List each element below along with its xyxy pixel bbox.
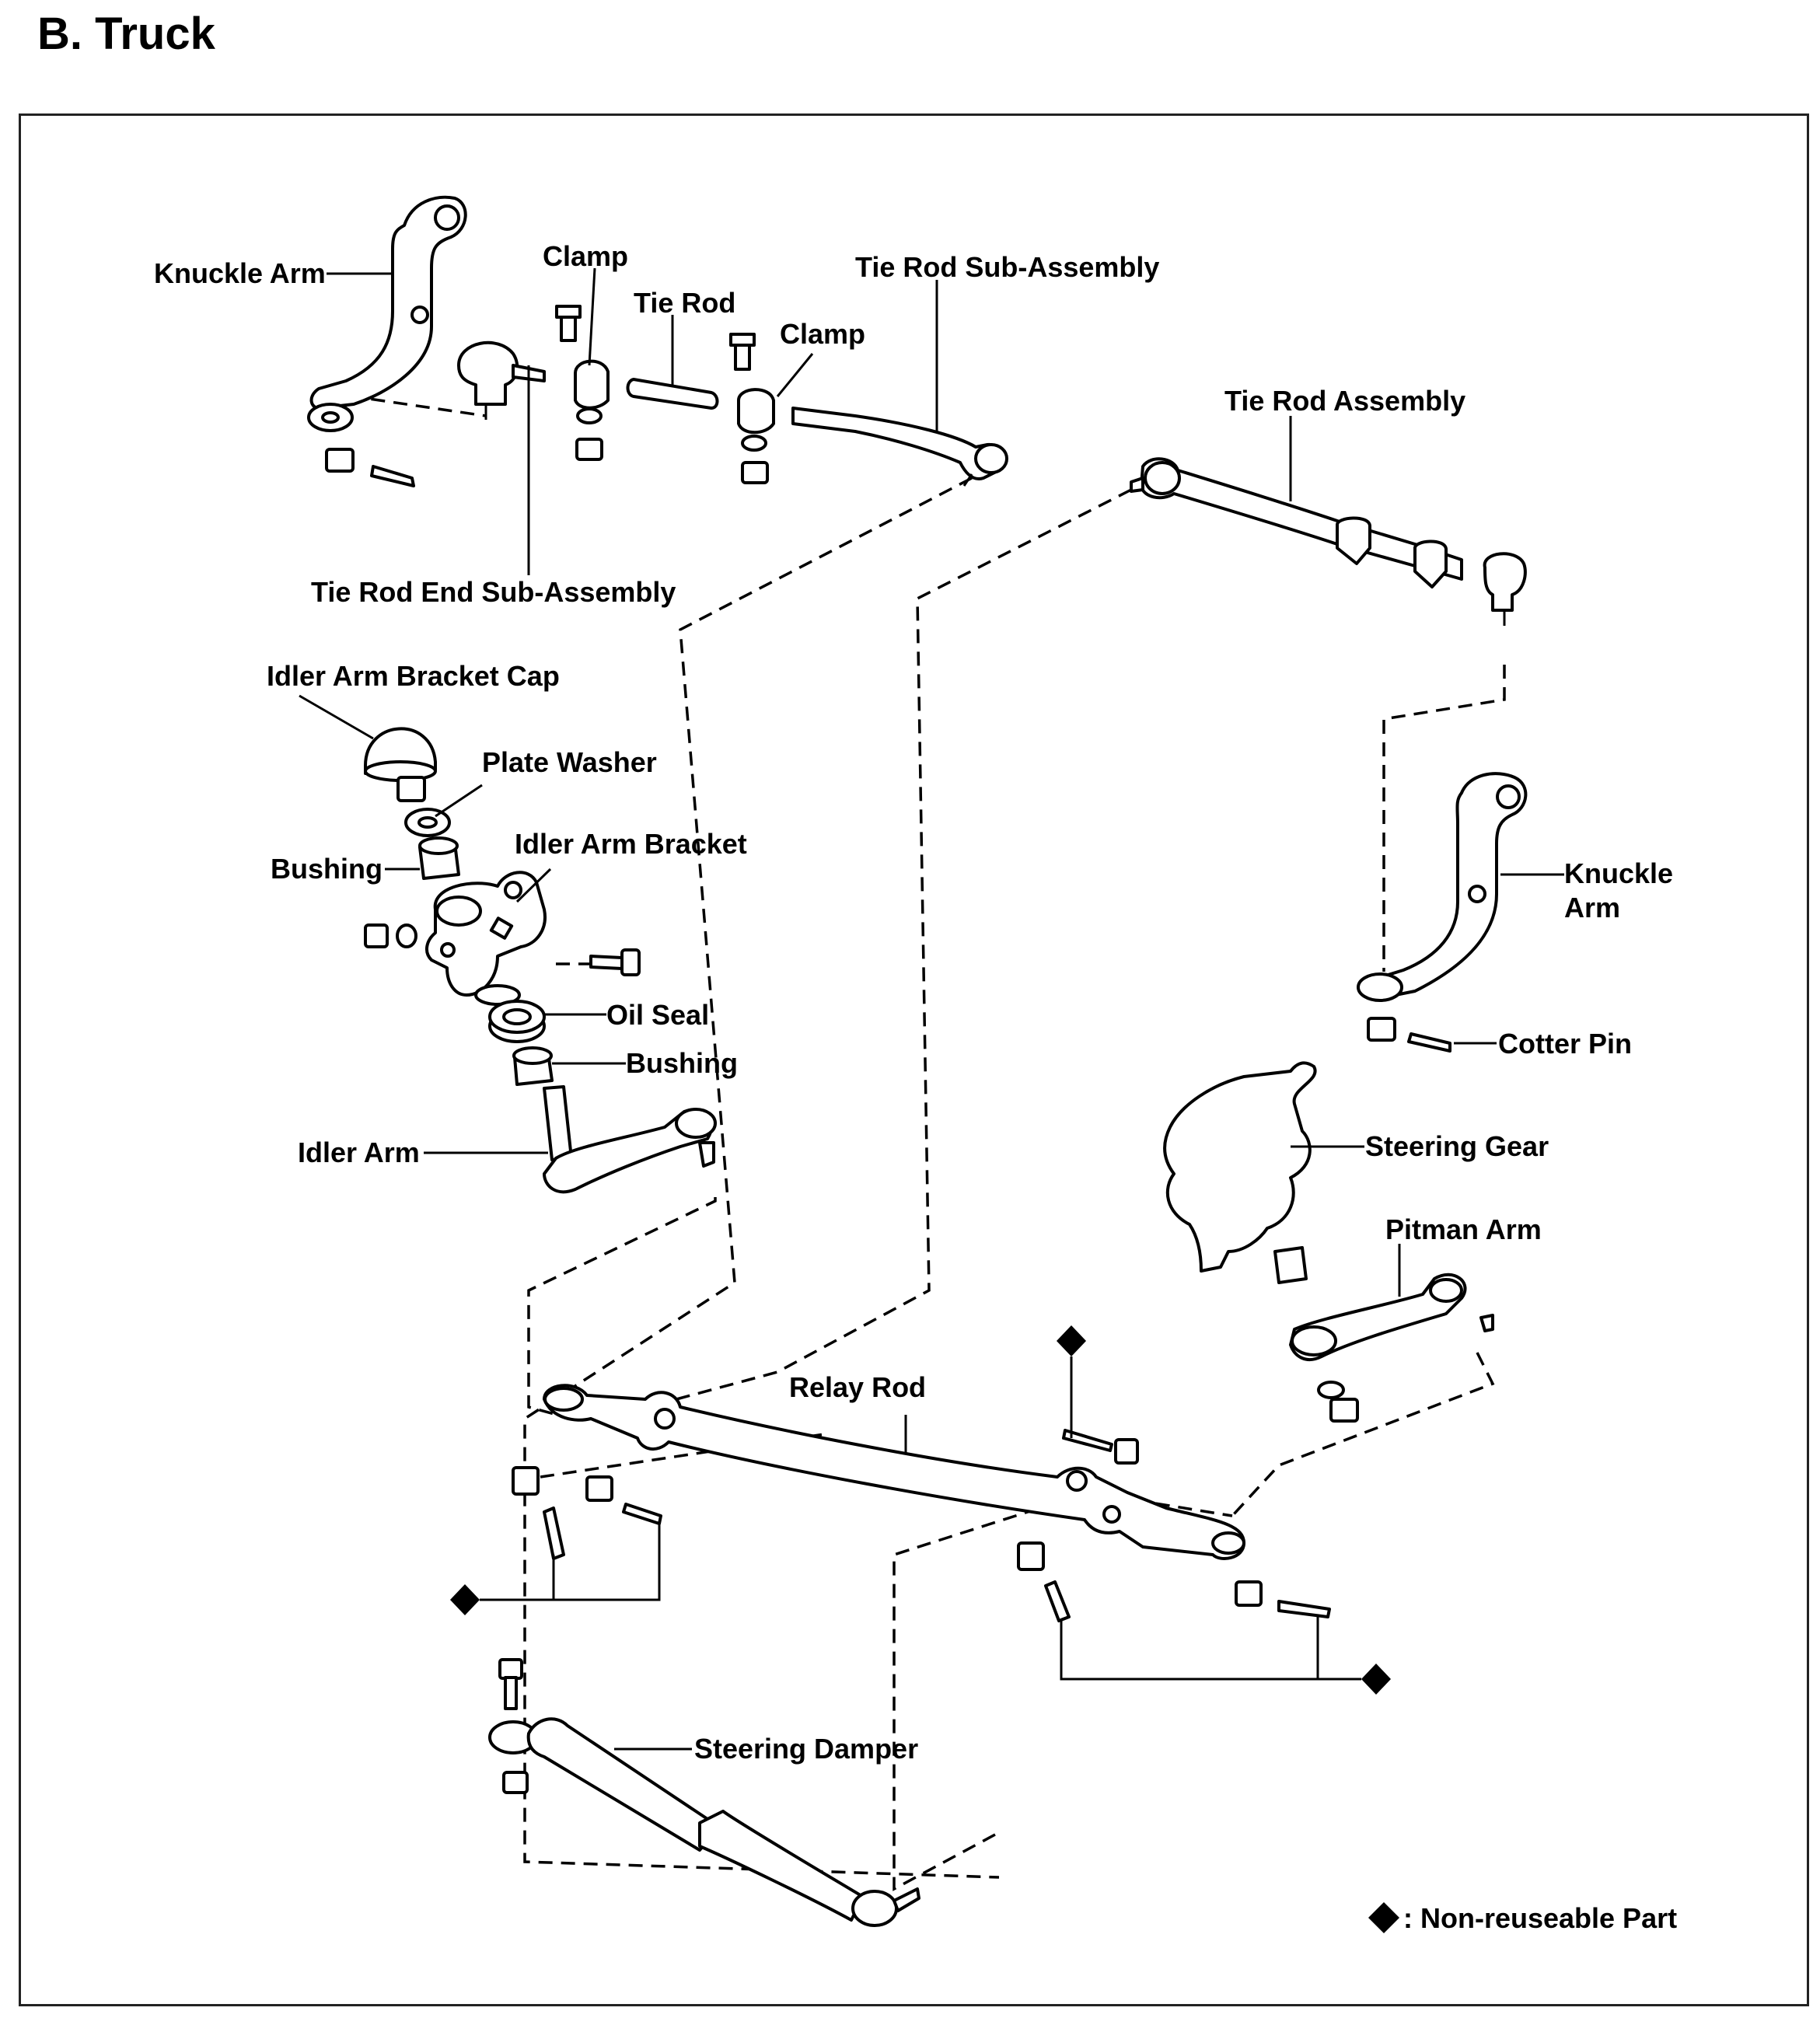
tie-rod-assembly-part	[1130, 457, 1527, 626]
label-relay-rod: Relay Rod	[789, 1371, 926, 1403]
label-tie-rod: Tie Rod	[634, 287, 735, 319]
label-knuckle-arm-right-1: Knuckle	[1564, 857, 1673, 889]
label-tie-rod-assembly: Tie Rod Assembly	[1224, 385, 1465, 417]
label-idler-arm: Idler Arm	[298, 1136, 420, 1168]
non-reusable-diamond-1	[450, 1584, 480, 1615]
legend-text: : Non-reuseable Part	[1403, 1902, 1677, 1934]
label-idler-arm-bracket-cap: Idler Arm Bracket Cap	[267, 660, 560, 692]
label-idler-arm-bracket: Idler Arm Bracket	[515, 828, 747, 860]
oil-seal-part	[488, 1000, 546, 1043]
clamp-2-part	[729, 333, 775, 484]
label-bushing-lower: Bushing	[626, 1047, 738, 1079]
label-oil-seal: Oil Seal	[606, 999, 709, 1031]
tie-rod-end-sub-assembly-part	[457, 340, 546, 420]
pitman-arm-part	[1289, 1273, 1494, 1423]
label-clamp-2: Clamp	[780, 318, 865, 350]
clamp-1-part	[555, 305, 610, 461]
bushing-lower-part	[512, 1046, 554, 1086]
label-pitman-arm: Pitman Arm	[1385, 1213, 1542, 1245]
label-steering-damper: Steering Damper	[694, 1733, 918, 1765]
steering-gear-part	[1163, 1061, 1317, 1284]
idler-arm-part	[543, 1085, 717, 1194]
knuckle-arm-right-part	[1357, 772, 1528, 1053]
relay-rod-part	[512, 1384, 1331, 1622]
part-labels: Knuckle Arm Clamp Tie Rod Clamp Tie Rod …	[154, 240, 1677, 1934]
diagram-frame	[19, 113, 1809, 2006]
bushing-upper-part	[418, 836, 460, 880]
page-title: B. Truck	[37, 9, 215, 59]
label-bushing-upper: Bushing	[271, 853, 383, 885]
idler-arm-bracket-cap-part	[364, 727, 437, 782]
label-clamp-1: Clamp	[543, 240, 628, 272]
knuckle-arm-left-part	[307, 195, 467, 487]
label-steering-gear: Steering Gear	[1365, 1130, 1549, 1162]
leader-lines	[299, 267, 1564, 1751]
steering-damper-part	[488, 1658, 920, 1927]
tie-rod-sub-assembly-part	[791, 407, 1008, 487]
label-cotter-pin: Cotter Pin	[1498, 1028, 1632, 1060]
label-plate-washer: Plate Washer	[482, 746, 657, 778]
plate-washer-part	[396, 776, 451, 837]
label-knuckle-arm-right-2: Arm	[1564, 892, 1620, 923]
label-tie-rod-sub-assembly: Tie Rod Sub-Assembly	[855, 251, 1159, 283]
tie-rod-part	[626, 378, 719, 410]
non-reusable-diamond-2	[1057, 1325, 1086, 1356]
non-reusable-markers	[450, 1325, 1399, 1933]
non-reusable-diamond-3	[1361, 1664, 1391, 1695]
label-tie-rod-end-sub-assembly: Tie Rod End Sub-Assembly	[311, 576, 676, 608]
idler-arm-bracket-part	[364, 871, 641, 1006]
legend-diamond-icon	[1368, 1902, 1399, 1933]
label-knuckle-arm-left: Knuckle Arm	[154, 257, 326, 289]
